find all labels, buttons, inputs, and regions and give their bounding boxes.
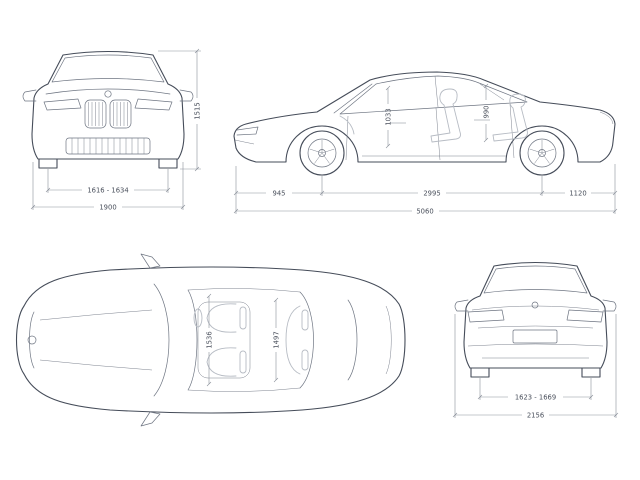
kidney-grille	[84, 99, 132, 129]
right-mirror	[602, 299, 617, 312]
pillar-dividers	[434, 75, 505, 108]
left-mirror	[22, 89, 37, 102]
dim-front-height-label: 1515	[194, 102, 202, 119]
top-car-outline	[16, 253, 406, 427]
headlight-side	[236, 126, 259, 136]
dim-front-headroom-label: 1033	[385, 108, 393, 125]
bmw-badge-icon	[104, 90, 112, 98]
trunk-line	[385, 305, 392, 375]
front-dim-height: 1515	[158, 48, 202, 172]
dim-rear-headroom-label: 990	[483, 106, 491, 119]
left-headlight	[43, 98, 82, 111]
windshield-front-edge	[153, 283, 170, 397]
a-pillar-line	[333, 83, 373, 114]
bmw-badge-icon	[27, 335, 37, 345]
rear-window-rear-edge	[347, 299, 358, 381]
top-view-drawing: 1536 1497	[16, 253, 406, 427]
dim-rear-overhang-label: 1120	[569, 190, 586, 198]
hood-creases	[39, 309, 153, 371]
rear-dim-width: 2156	[452, 314, 619, 420]
dim-overall-length-label: 5060	[416, 208, 433, 216]
bmw-badge-icon	[531, 301, 539, 309]
front-dim-track: 1616 - 1634	[45, 169, 171, 195]
top-seats	[193, 303, 309, 377]
lower-intake	[65, 137, 151, 155]
windshield	[51, 54, 165, 83]
roof-rails	[187, 288, 301, 392]
rear-seat	[492, 93, 528, 142]
left-mirror-top	[140, 253, 161, 269]
dim-front-width-label: 1900	[99, 204, 116, 212]
dashboard-line	[339, 115, 355, 135]
side-dim-rear-headroom: 990	[483, 83, 491, 143]
front-view-drawing: 1616 - 1634 1900 1515	[22, 48, 202, 212]
side-dim-front-headroom: 1033	[385, 85, 393, 149]
left-mirror	[454, 299, 469, 312]
rear-window-front-edge	[299, 291, 314, 389]
front-wheel	[299, 130, 345, 176]
rear-car-outline	[454, 261, 617, 378]
front-seat	[430, 88, 461, 143]
rear-window	[483, 265, 588, 294]
side-glass	[339, 75, 528, 115]
front-dim-width: 1900	[30, 162, 186, 212]
dim-rear-track-label: 1623 - 1669	[515, 394, 556, 402]
front-wheels	[38, 158, 178, 169]
rear-wheel	[519, 130, 565, 176]
rear-dim-track: 1623 - 1669	[477, 378, 594, 402]
dim-wheelbase-label: 2995	[423, 190, 440, 198]
dim-front-overhang-label: 945	[273, 190, 286, 198]
hood-crease	[45, 88, 171, 95]
door-lines	[345, 103, 515, 161]
license-plate	[512, 329, 558, 344]
bumper-details	[234, 111, 614, 145]
side-dim-lines: 945 2995 1120 5060	[233, 164, 618, 216]
right-mirror	[179, 89, 194, 102]
front-car-outline	[22, 50, 194, 169]
rear-view-drawing: 1623 - 1669 2156	[452, 261, 619, 420]
nose-line	[29, 311, 35, 369]
side-car-outline	[233, 71, 616, 176]
dim-rear-width-label: 2156	[527, 412, 544, 420]
trunk-lines	[471, 305, 600, 329]
top-dim-front-interior: 1536	[206, 293, 214, 387]
left-taillight	[467, 309, 505, 323]
dim-front-track-label: 1616 - 1634	[87, 187, 128, 195]
dim-front-interior-label: 1536	[206, 331, 214, 348]
roof-front-edge	[187, 289, 198, 391]
right-mirror-top	[140, 411, 161, 427]
sunroof	[197, 301, 251, 379]
right-taillight	[566, 309, 604, 323]
rear-wheels	[470, 367, 601, 378]
dim-rear-interior-label: 1497	[273, 331, 281, 348]
right-headlight	[134, 98, 173, 111]
top-dim-rear-interior: 1497	[273, 297, 281, 383]
bumper-lines	[467, 343, 604, 359]
side-view-drawing: 1033 990 945 2995 1120 5060	[233, 71, 618, 216]
